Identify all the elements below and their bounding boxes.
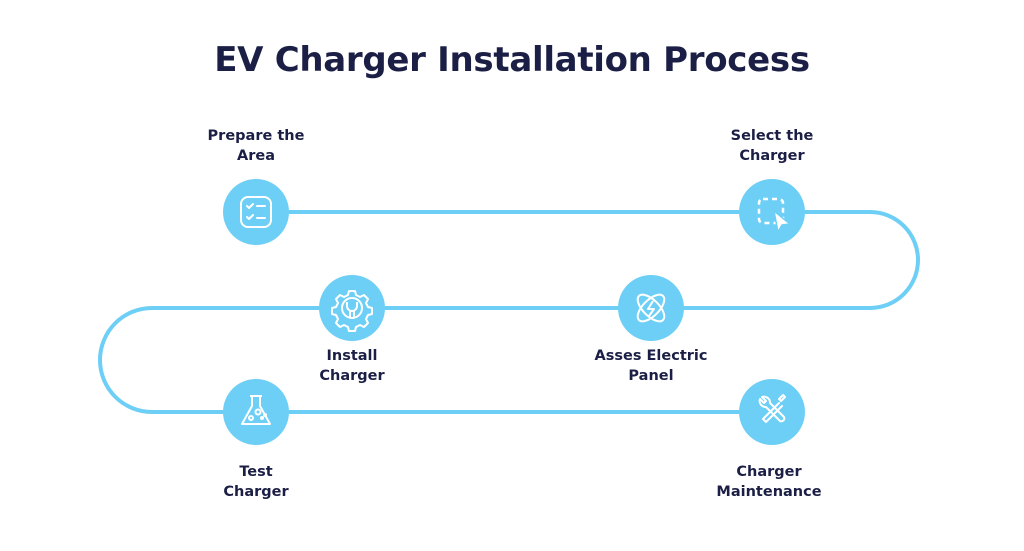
step-label-select-charger: Select the Charger [692,126,852,166]
step-label-line: Prepare the [207,128,305,144]
flask-icon [241,395,271,425]
step-label-charger-maintenance: Charger Maintenance [689,462,849,502]
step-label-assess-panel: Asses Electric Panel [571,346,731,386]
electric-atom-icon [636,293,666,323]
step-label-line: Charger [739,148,805,164]
step-node-assess-panel [618,275,684,341]
step-label-line: Area [237,148,275,164]
step-node-select-charger [739,179,805,245]
step-label-line: Select the [730,128,814,144]
step-label-test-charger: Test Charger [176,462,336,502]
step-node-charger-maintenance [739,379,805,445]
step-label-line: Asses Electric [594,348,708,364]
page-title: EV Charger Installation Process [214,40,810,80]
step-label-line: Charger [319,368,385,384]
step-label-line: Charger [736,464,802,480]
step-label-line: Panel [628,368,674,384]
step-node-prepare-area [223,179,289,245]
tools-icon [758,394,786,423]
connector-path [98,210,920,414]
gear-wrench-icon [331,290,373,332]
step-label-line: Test [239,464,273,480]
step-node-install-charger [319,275,385,341]
step-node-test-charger [223,379,289,445]
step-label-line: Maintenance [716,484,822,500]
step-label-line: Install [326,348,378,364]
step-label-line: Charger [223,484,289,500]
step-label-prepare-area: Prepare the Area [176,126,336,166]
step-label-install-charger: Install Charger [272,346,432,386]
selection-cursor-icon [757,197,792,235]
checklist-icon [240,196,272,228]
